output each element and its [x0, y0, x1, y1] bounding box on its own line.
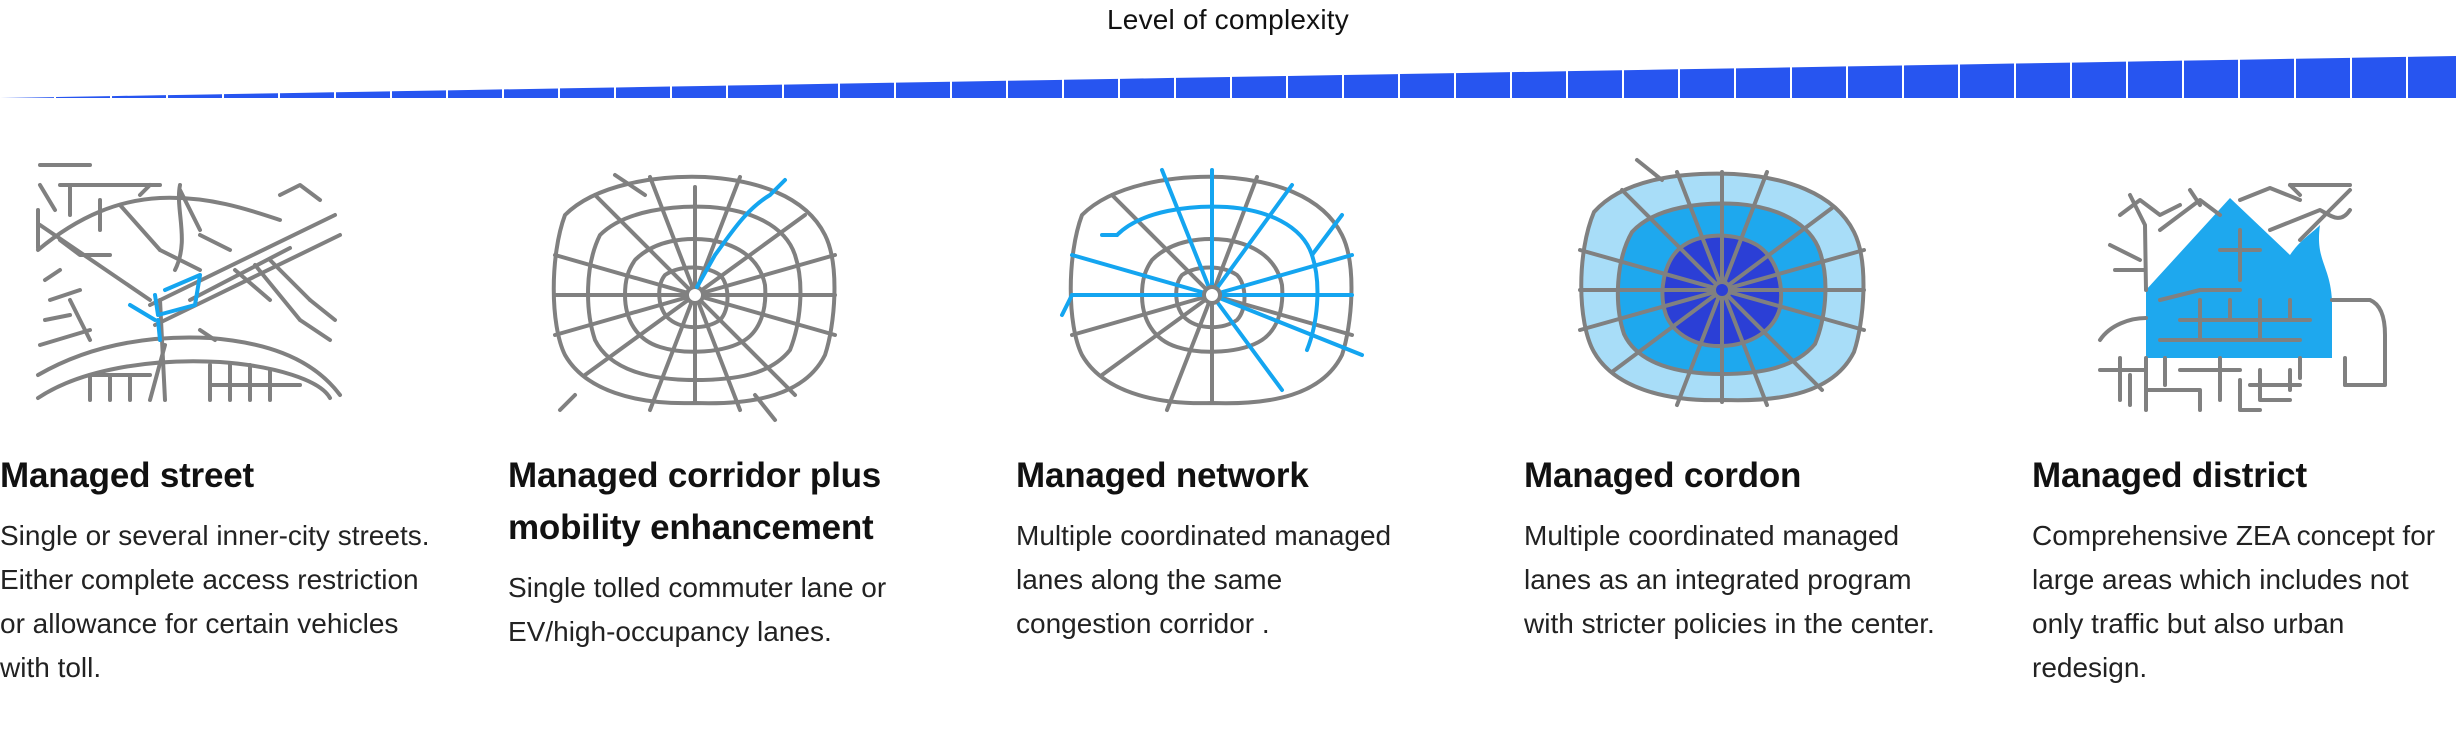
complexity-segment [1512, 71, 1566, 98]
column-title: Managed street [0, 456, 254, 495]
complexity-wedge-bar [0, 56, 2456, 98]
complexity-segment [560, 87, 614, 98]
complexity-segment [1680, 68, 1734, 98]
map-icons [36, 158, 2387, 422]
complexity-title: Level of complexity [1107, 4, 1349, 35]
managed-street-highlight [128, 273, 202, 342]
complexity-segment [280, 92, 334, 98]
complexity-segment [1792, 66, 1846, 98]
complexity-segment [784, 83, 838, 98]
complexity-segment [2184, 59, 2238, 98]
column-managed-cordon: Managed cordon Multiple coordinated mana… [1524, 450, 1944, 646]
complexity-segment [1400, 73, 1454, 98]
managed-street-map-icon [36, 163, 342, 402]
complexity-segment [1288, 75, 1342, 98]
complexity-segment [1456, 72, 1510, 98]
complexity-segment [448, 89, 502, 98]
complexity-segment [1904, 64, 1958, 98]
column-managed-street: Managed street Single or several inner-c… [0, 450, 450, 690]
complexity-segment [1624, 69, 1678, 98]
complexity-segment [1736, 67, 1790, 98]
complexity-segment [2128, 60, 2182, 98]
complexity-segment [728, 84, 782, 98]
column-title: Managed network [1016, 456, 1309, 495]
complexity-segment [2016, 62, 2070, 98]
column-description: Single or several inner-city streets. Ei… [0, 520, 430, 683]
column-description: Multiple coordinated managed lanes along… [1016, 520, 1392, 639]
complexity-segment [616, 86, 670, 98]
complexity-segment [56, 96, 110, 98]
complexity-segment [1344, 74, 1398, 98]
column-managed-network: Managed network Multiple coordinated man… [1016, 450, 1416, 646]
managed-network-map-icon [1060, 168, 1364, 412]
column-managed-corridor: Managed corridor plus mobility enhanceme… [508, 450, 948, 654]
column-description: Comprehensive ZEA concept for large area… [2032, 520, 2436, 683]
column-title: Managed district [2032, 456, 2307, 495]
column-managed-district: Managed district Comprehensive ZEA conce… [2032, 450, 2452, 690]
complexity-segment [392, 90, 446, 98]
complexity-segment [224, 93, 278, 98]
complexity-segment [672, 85, 726, 98]
complexity-segment [504, 88, 558, 98]
complexity-segment [2072, 61, 2126, 98]
complexity-segment [840, 82, 894, 98]
complexity-segment [1064, 78, 1118, 98]
complexity-segment [2240, 58, 2294, 98]
managed-corridor-map-icon [551, 173, 837, 422]
column-description: Single tolled commuter lane or EV/high-o… [508, 572, 887, 647]
complexity-segment [336, 91, 390, 98]
complexity-segment [2408, 56, 2456, 98]
complexity-segment [2352, 56, 2406, 98]
complexity-segment [1120, 77, 1174, 98]
complexity-segment [1176, 76, 1230, 98]
complexity-segment [1568, 70, 1622, 98]
complexity-segment [112, 95, 166, 98]
column-title: Managed corridor plus mobility enhanceme… [508, 456, 882, 547]
complexity-segment [1848, 65, 1902, 98]
column-description: Multiple coordinated managed lanes as an… [1524, 520, 1935, 639]
complexity-segment [168, 94, 222, 98]
column-title: Managed cordon [1524, 456, 1802, 495]
complexity-segment [896, 81, 950, 98]
managed-cordon-map-icon [1578, 158, 1866, 407]
managed-district-map-icon [2098, 183, 2387, 412]
complexity-segment [952, 80, 1006, 98]
managed-corridor-highlight [695, 178, 787, 289]
complexity-segment [1232, 76, 1286, 98]
complexity-segment [1960, 63, 2014, 98]
complexity-segment [1008, 79, 1062, 98]
complexity-segment [2296, 57, 2350, 98]
